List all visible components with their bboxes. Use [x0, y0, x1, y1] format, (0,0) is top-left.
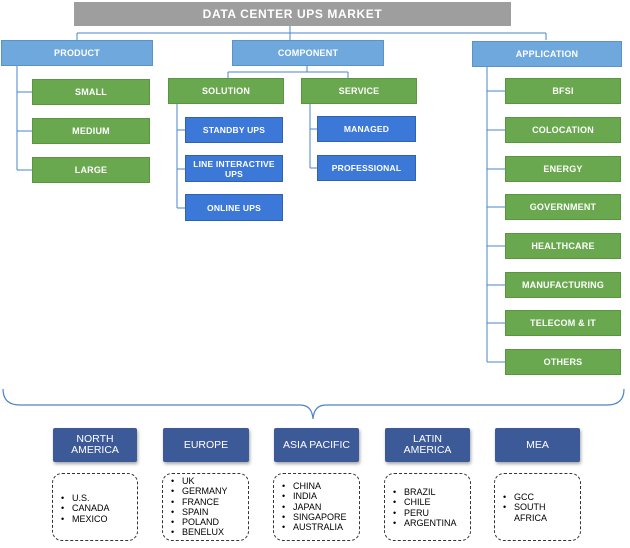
application-item-others: OTHERS	[505, 349, 621, 375]
product-item-medium: MEDIUM	[32, 118, 150, 144]
region-north-america: NORTH AMERICA	[53, 428, 137, 462]
country-item: GCC	[503, 492, 573, 503]
country-item: CANADA	[61, 503, 110, 514]
diagram-title: DATA CENTER UPS MARKET	[74, 2, 511, 26]
country-list-europe: UK GERMANY FRANCE SPAIN POLAND BENELUX	[162, 473, 249, 541]
application-item-colocation: COLOCATION	[505, 117, 621, 143]
country-item: CHINA	[282, 481, 347, 492]
service-item-professional: PROFESSIONAL	[317, 155, 416, 181]
country-list-latin-america: BRAZIL CHILE PERU ARGENTINA	[384, 473, 471, 541]
component-service: SERVICE	[301, 78, 417, 104]
category-component: COMPONENT	[232, 40, 384, 66]
country-item: JAPAN	[282, 502, 347, 513]
product-item-large: LARGE	[32, 157, 150, 183]
country-item: BENELUX	[171, 527, 228, 538]
country-list-north-america: U.S. CANADA MEXICO	[52, 473, 138, 541]
region-mea: MEA	[495, 428, 580, 462]
component-solution: SOLUTION	[168, 78, 284, 104]
country-item: FRANCE	[171, 497, 228, 508]
country-item: GERMANY	[171, 486, 228, 497]
application-item-bfsi: BFSI	[505, 78, 621, 104]
country-list-asia-pacific: CHINA INDIA JAPAN SINGAPORE AUSTRALIA	[273, 473, 360, 541]
country-list-mea: GCC SOUTH AFRICA	[494, 473, 581, 541]
country-item: U.S.	[61, 493, 110, 504]
application-item-telecom-it: TELECOM & IT	[505, 310, 621, 336]
application-item-energy: ENERGY	[505, 156, 621, 182]
application-item-healthcare: HEALTHCARE	[505, 233, 621, 259]
country-item: UK	[171, 476, 228, 487]
country-item: AUSTRALIA	[282, 522, 347, 533]
category-application: APPLICATION	[472, 41, 622, 67]
region-latin-america: LATIN AMERICA	[385, 428, 470, 462]
solution-item-standby-ups: STANDBY UPS	[185, 117, 283, 143]
country-item: SOUTH AFRICA	[503, 502, 573, 523]
country-item: ARGENTINA	[393, 518, 457, 529]
region-asia-pacific: ASIA PACIFIC	[274, 428, 359, 462]
region-europe: EUROPE	[163, 428, 249, 462]
service-item-managed: MANAGED	[317, 116, 416, 142]
country-item: SPAIN	[171, 507, 228, 518]
country-item: BRAZIL	[393, 487, 457, 498]
country-item: POLAND	[171, 517, 228, 528]
country-item: MEXICO	[61, 514, 110, 525]
country-item: SINGAPORE	[282, 512, 347, 523]
country-item: INDIA	[282, 491, 347, 502]
category-product: PRODUCT	[1, 40, 153, 66]
application-item-government: GOVERNMENT	[505, 194, 621, 220]
country-item: PERU	[393, 508, 457, 519]
country-item: CHILE	[393, 497, 457, 508]
solution-item-line-interactive-ups: LINE INTERACTIVE UPS	[185, 155, 283, 182]
solution-item-online-ups: ONLINE UPS	[185, 194, 283, 221]
application-item-manufacturing: MANUFACTURING	[505, 272, 621, 298]
product-item-small: SMALL	[32, 79, 150, 105]
